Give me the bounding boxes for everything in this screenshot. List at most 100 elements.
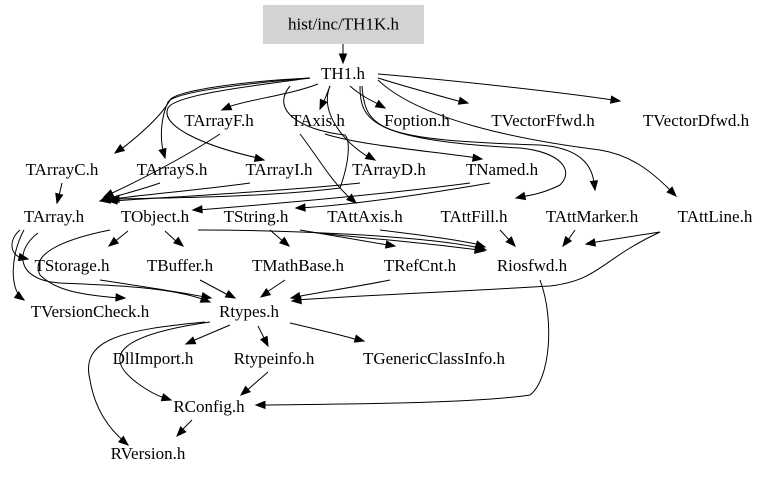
node-dllimport: DllImport.h xyxy=(113,349,194,368)
arrowhead-rtypes-to-tgenericclassinfo xyxy=(353,334,366,343)
node-tversioncheck: TVersionCheck.h xyxy=(31,302,150,321)
arrowhead-tobject-to-tversioncheck xyxy=(115,293,127,302)
edge-tattline-to-rtypes xyxy=(296,231,661,301)
node-tattmarker: TAttMarker.h xyxy=(546,207,639,226)
edge-rtypes-to-tgenericclassinfo xyxy=(289,322,359,341)
node-foption: Foption.h xyxy=(384,111,450,130)
node-tbuffer: TBuffer.h xyxy=(147,256,214,275)
arrowhead-th1-to-taxis xyxy=(319,98,328,111)
node-tnamed: TNamed.h xyxy=(466,160,539,179)
arrowhead-th1-to-tarrayf xyxy=(220,102,233,111)
node-tobject: TObject.h xyxy=(121,207,190,226)
graph-nodes: hist/inc/TH1K.h TH1.h TArrayF.h TAxis.h … xyxy=(24,5,753,463)
edge-tobject-to-riosfwd xyxy=(197,229,481,249)
edge-th1-to-tattmarker xyxy=(361,85,595,184)
arrowhead-tnamed-to-tobject xyxy=(191,205,203,214)
arrowhead-rtypes-to-dllimport xyxy=(184,336,197,345)
arrowhead-th1-to-tattmarker xyxy=(589,180,599,192)
arrowhead-th1-to-tvectordfwd xyxy=(609,95,622,104)
edge-th1-to-tarrayd xyxy=(326,85,371,159)
arrowhead-tnamed-to-tstring xyxy=(294,203,306,212)
edge-th1-to-tarrayf xyxy=(224,83,319,109)
edge-taxis-to-tattaxis xyxy=(299,133,353,201)
arrowhead-rconfig-to-rversion xyxy=(176,426,187,438)
node-tarrayc: TArrayC.h xyxy=(26,160,99,179)
arrowhead-tattaxis-to-riosfwd xyxy=(474,240,487,249)
arrowhead-th1-to-tarrayi xyxy=(253,153,266,162)
edge-tarray-to-tversioncheck xyxy=(12,229,25,299)
node-tstring: TString.h xyxy=(224,207,289,226)
arrowhead-tobject-to-tbuffer xyxy=(172,236,185,247)
node-tarray: TArray.h xyxy=(24,207,85,226)
edge-tnamed-to-tobject xyxy=(197,182,471,211)
edge-tarrayf-to-tarray xyxy=(107,133,221,196)
node-rversion: RVersion.h xyxy=(111,444,186,463)
arrowhead-tattmarker-to-riosfwd xyxy=(562,235,573,248)
arrowhead-tarrayc-to-tarray xyxy=(55,192,64,205)
arrowhead-th1-to-tattline xyxy=(666,186,677,197)
arrowhead-th1-to-foption xyxy=(374,99,387,109)
node-taxis: TAxis.h xyxy=(291,111,345,130)
node-tgenericclassinfo: TGenericClassInfo.h xyxy=(363,349,506,368)
edge-rtypes-to-dllimport xyxy=(189,324,231,343)
arrowhead-trefcnt-to-rtypes xyxy=(289,291,302,301)
arrowhead-rtypes-to-rconfig xyxy=(160,393,173,402)
arrowhead-rtypes-to-rversion xyxy=(117,435,130,446)
edge-th1-to-tarrayi xyxy=(166,77,311,159)
edge-taxis-to-tnamed xyxy=(324,133,479,159)
arrowhead-tobject-to-tstorage xyxy=(107,236,120,247)
edge-taxis-to-tarrayd xyxy=(114,85,349,200)
edge-rtypes-to-rconfig xyxy=(119,321,211,399)
arrowhead-taxis-to-tnamed xyxy=(471,153,484,162)
edge-tstorage-to-rtypes xyxy=(99,279,206,298)
arrowhead-rtypes-to-rtypeinfo xyxy=(259,335,269,348)
root-node-box xyxy=(263,5,424,44)
edge-th1-to-foption xyxy=(349,85,381,106)
arrowhead-th1-to-tarrayc xyxy=(113,144,126,154)
node-tattfill: TAttFill.h xyxy=(440,207,508,226)
arrowhead-th1-to-tarrays xyxy=(158,147,167,160)
arrowhead-th1-to-tvectorffwd xyxy=(457,96,470,105)
edge-riosfwd-to-rconfig xyxy=(261,279,550,406)
edge-tstring-to-riosfwd xyxy=(309,231,479,251)
arrowhead-tstring-to-tmathbase xyxy=(279,236,291,247)
node-rtypeinfo: Rtypeinfo.h xyxy=(234,349,315,368)
edge-tattline-to-riosfwd xyxy=(589,231,661,244)
node-tattline: TAttLine.h xyxy=(678,207,753,226)
node-th1: TH1.h xyxy=(321,64,365,83)
edge-th1-to-tvectorffwd xyxy=(377,77,463,103)
arrowhead-tstorage-to-rtypes xyxy=(200,292,213,301)
arrowhead-rtypeinfo-to-rconfig xyxy=(239,385,251,396)
arrowhead-tattfill-to-riosfwd xyxy=(505,236,516,248)
node-rtypes: Rtypes.h xyxy=(219,302,279,321)
edge-tobject-to-tversioncheck xyxy=(37,229,121,299)
arrowhead-th1-to-tattfill xyxy=(514,191,527,201)
arrowhead-th1-to-tarrayd xyxy=(364,151,377,161)
node-th1k: hist/inc/TH1K.h xyxy=(288,15,399,34)
edge-tarrayi-to-tarray xyxy=(104,182,251,201)
node-tarrayf: TArrayF.h xyxy=(184,111,254,130)
arrowhead-tstring-to-trefcnt xyxy=(384,240,397,249)
node-tarrayd: TArrayD.h xyxy=(352,160,426,179)
node-riosfwd: Riosfwd.h xyxy=(497,256,568,275)
edge-tattaxis-to-riosfwd xyxy=(379,229,481,246)
edge-th1-to-tattfill xyxy=(359,85,567,198)
edge-tnamed-to-tstring xyxy=(299,182,491,209)
edge-th1-to-tattline xyxy=(377,79,671,191)
arrowhead-riosfwd-to-rconfig xyxy=(254,400,266,410)
edge-th1-to-tarrayc xyxy=(119,77,311,151)
edge-th1-to-tarrays xyxy=(160,77,311,156)
node-tvectorffwd: TVectorFfwd.h xyxy=(491,111,595,130)
edge-tstring-to-trefcnt xyxy=(299,229,389,246)
node-tstorage: TStorage.h xyxy=(34,256,110,275)
edge-rtypes-to-rversion xyxy=(88,321,206,443)
edge-tarray-to-rtypes xyxy=(22,232,206,301)
edge-tbuffer-to-rtypes xyxy=(199,279,231,297)
arrowhead-tarray-to-tversioncheck xyxy=(13,291,26,301)
node-tvectordfwd: TVectorDfwd.h xyxy=(643,111,750,130)
edge-th1-to-tvectordfwd xyxy=(377,73,614,101)
node-rconfig: RConfig.h xyxy=(173,397,245,416)
arrowhead-tmathbase-to-rtypes xyxy=(259,288,272,298)
node-tmathbase: TMathBase.h xyxy=(252,256,345,275)
